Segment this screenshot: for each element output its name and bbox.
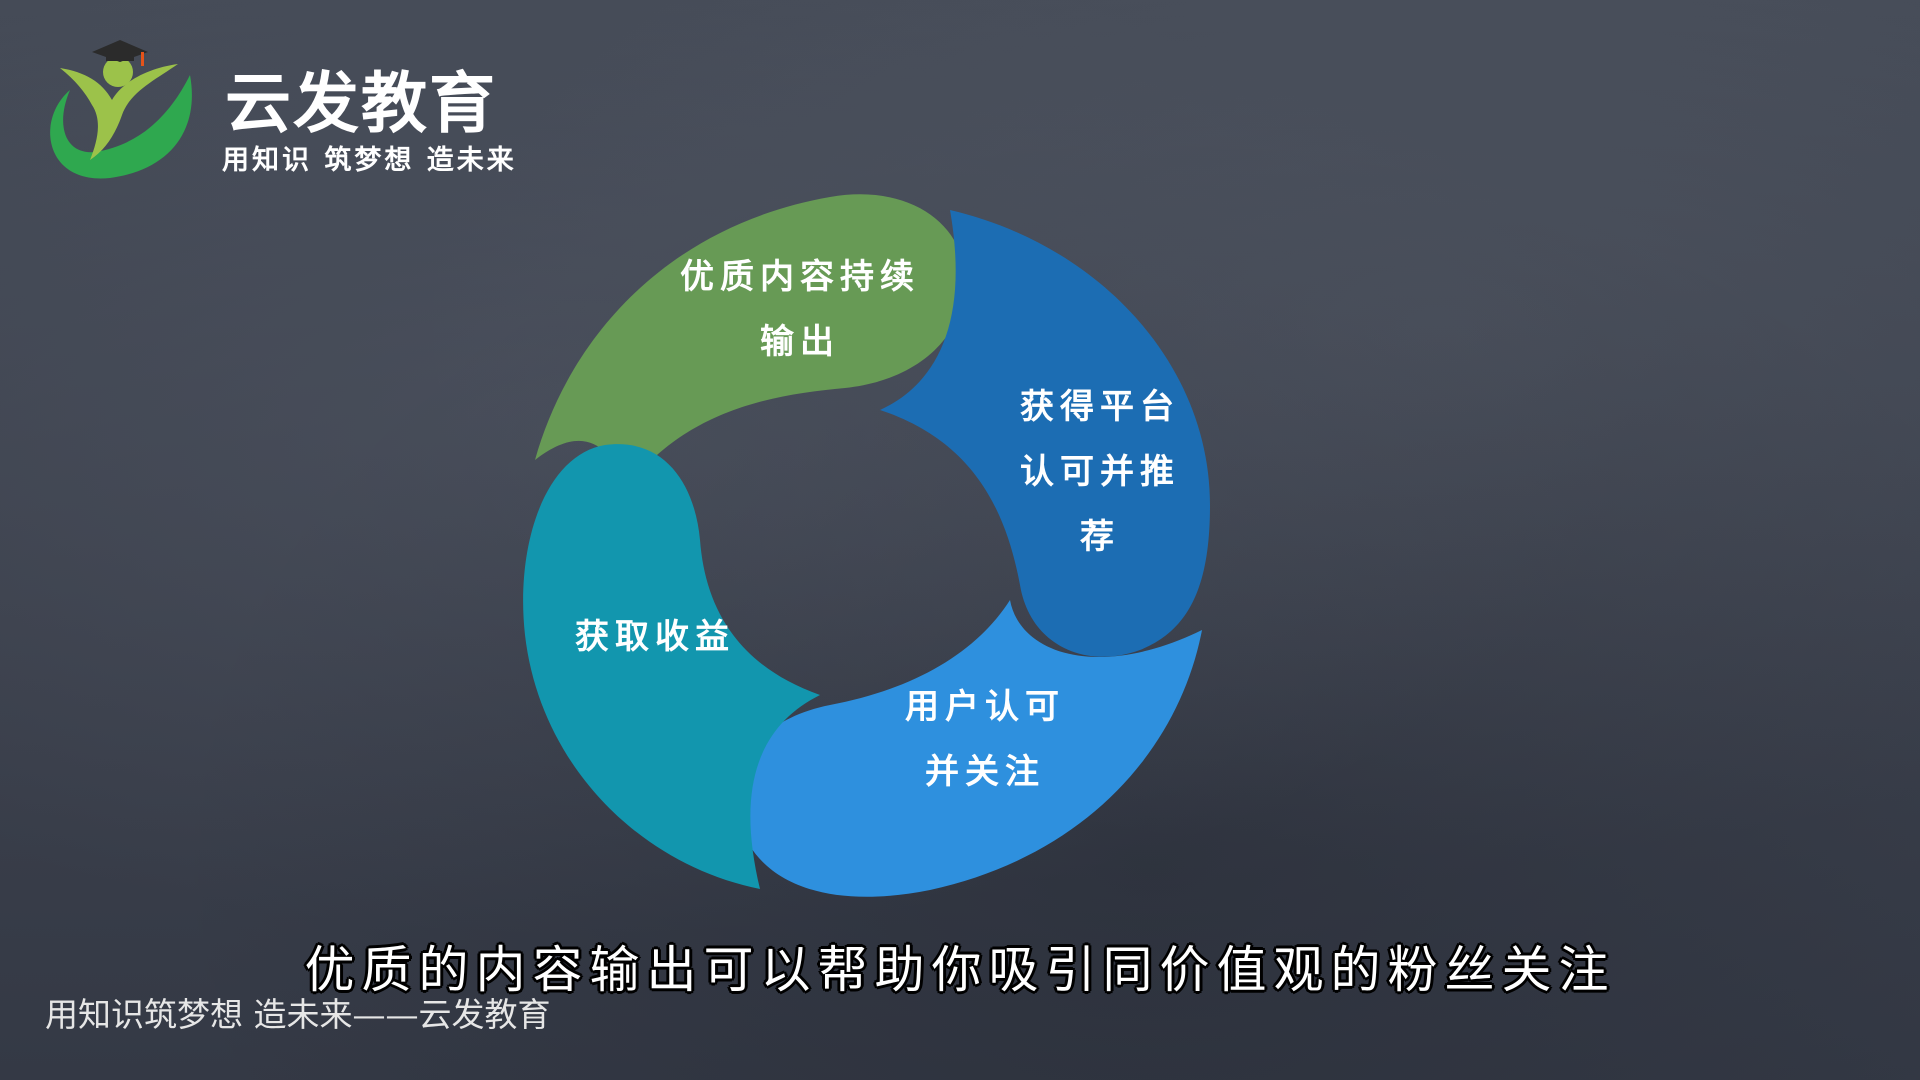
segment-shape-content <box>535 194 965 491</box>
graduate-figure-logo-icon <box>50 40 192 179</box>
brand-name: 云发教育 <box>225 65 497 142</box>
segment-label-revenue: 获取收益 <box>575 617 735 657</box>
video-subtitle: 优质的内容输出可以帮助你吸引同价值观的粉丝关注 <box>304 941 1616 999</box>
segment-label-follow: 用户认可 并关注 <box>905 687 1065 792</box>
segment-label-content: 优质内容持续 输出 <box>680 257 920 362</box>
cycle-diagram: 优质内容持续 输出 获得平台 认可并推 荐 用户认可 并关注 获取收益 <box>500 185 1230 905</box>
brand-logo: 云发教育 用知识 筑梦想 造未来 <box>30 20 514 180</box>
segment-shape-revenue <box>523 444 820 889</box>
brand-slogan: 用知识 筑梦想 造未来 <box>222 145 517 176</box>
watermark-text: 用知识筑梦想 造未来——云发教育 <box>45 995 551 1034</box>
segment-shape-platform <box>880 210 1210 657</box>
segment-label-platform: 获得平台 认可并推 荐 <box>1020 387 1180 557</box>
segment-shape-follow <box>736 600 1202 897</box>
